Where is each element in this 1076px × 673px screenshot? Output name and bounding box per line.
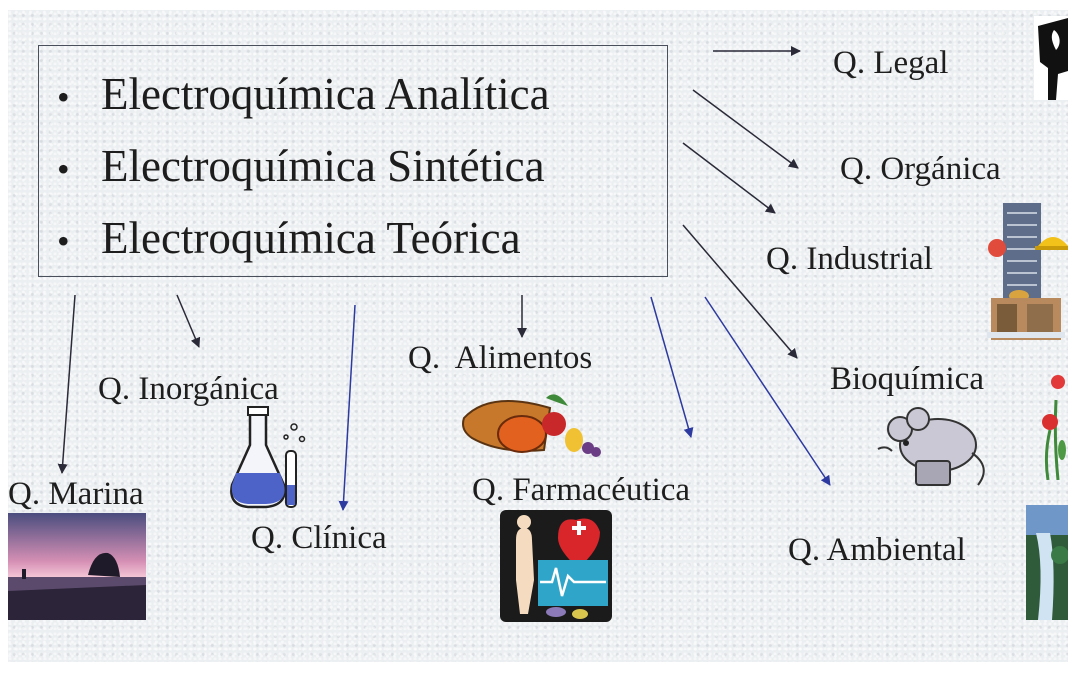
arrow-to-clinica (338, 304, 356, 511)
list-item-teorica: • Electroquímica Teórica (57, 204, 667, 276)
electrochemistry-list: • Electroquímica Analítica • Electroquímic… (39, 46, 667, 276)
industrial-building-icon (983, 198, 1068, 343)
arrow-to-ambiental (704, 296, 831, 486)
label-ambiental: Q. Ambiental (788, 532, 966, 568)
label-farmaceutica: Q. Farmacéutica (472, 472, 691, 508)
label-legal: Q. Legal (833, 45, 949, 81)
arrow-to-bioquimica (682, 224, 798, 359)
diagram-slide: • Electroquímica Analítica • Electroquímic… (8, 10, 1068, 662)
label-marina: Q. Marina (8, 476, 144, 512)
food-cornucopia-icon (460, 388, 605, 466)
label-clinica: Q. Clínica (251, 520, 387, 556)
arrow-to-organica (692, 89, 799, 169)
list-item-label: Electroquímica Teórica (101, 213, 521, 263)
sunset-beach-image (8, 513, 146, 620)
arrow-to-inorganica (176, 294, 201, 348)
bullet: • (57, 149, 70, 189)
arrow-to-marina (57, 294, 76, 474)
lab-flask-icon (220, 403, 312, 515)
lab-mouse-icon (868, 405, 993, 495)
arrows-layer (57, 46, 831, 511)
list-item-analitica: • Electroquímica Analítica (57, 60, 667, 132)
list-item-sintetica: • Electroquímica Sintética (57, 132, 667, 204)
label-organica: Q. Orgánica (840, 151, 1001, 187)
arrow-to-industrial (682, 142, 776, 214)
flower-icon (1038, 360, 1068, 480)
medical-icon (500, 510, 612, 622)
label-inorganica: Q. Inorgánica (98, 371, 279, 407)
arrow-to-farmaceutica (650, 296, 694, 438)
list-item-label: Electroquímica Analítica (101, 69, 550, 119)
bullet: • (57, 77, 70, 117)
cow-icon (1034, 16, 1068, 100)
label-bioquimica: Bioquímica (830, 361, 984, 397)
list-item-label: Electroquímica Sintética (101, 141, 545, 191)
label-alimentos: Q. Alimentos (408, 340, 593, 376)
waterfall-image (1026, 505, 1068, 620)
bullet: • (57, 221, 70, 261)
electrochemistry-branches-box: • Electroquímica Analítica • Electroquímic… (38, 45, 668, 277)
label-industrial: Q. Industrial (766, 241, 933, 277)
